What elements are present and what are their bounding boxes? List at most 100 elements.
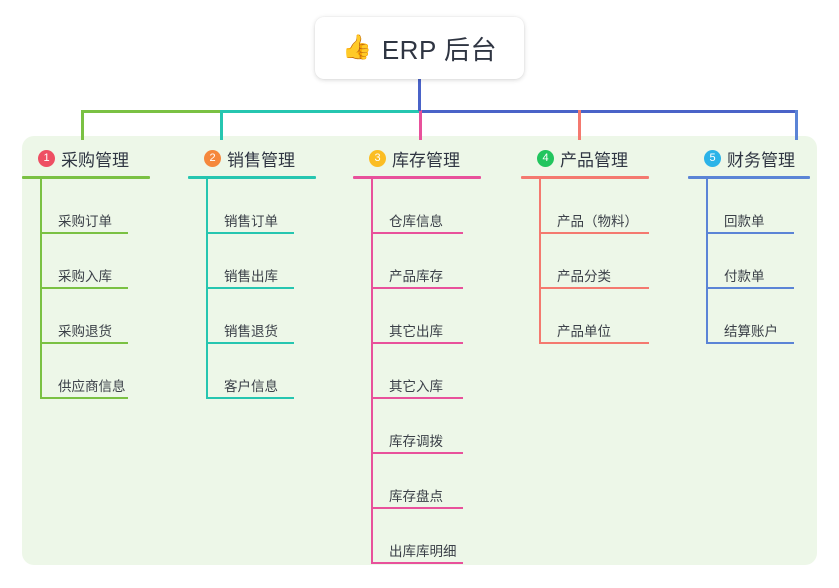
column-spine-1 bbox=[40, 179, 42, 399]
tree-item-label: 销售出库 bbox=[224, 269, 278, 284]
tree-item-label: 产品库存 bbox=[389, 269, 443, 284]
column-1: 1 采购管理采购订单采购入库采购退货供应商信息 bbox=[22, 146, 150, 399]
tree-item-label: 回款单 bbox=[724, 214, 765, 229]
column-header-4[interactable]: 4 产品管理 bbox=[521, 146, 649, 170]
column-header-rule-4 bbox=[521, 176, 649, 179]
tree-item-rule bbox=[206, 397, 294, 399]
tree-item-rule bbox=[206, 232, 294, 234]
tree-item[interactable]: 供应商信息 bbox=[40, 344, 150, 399]
column-spine-5 bbox=[706, 179, 708, 344]
connector-leg-5 bbox=[795, 110, 798, 140]
column-header-rule-3 bbox=[353, 176, 481, 179]
tree-item-rule bbox=[539, 342, 649, 344]
tree-item-label: 采购订单 bbox=[58, 214, 112, 229]
tree-item-rule bbox=[539, 287, 649, 289]
connector-leg-3 bbox=[419, 110, 422, 140]
tree-item-label: 产品分类 bbox=[557, 269, 611, 284]
connector-leg-1 bbox=[81, 110, 84, 140]
tree-item-label: 库存调拨 bbox=[389, 434, 443, 449]
diagram-panel bbox=[22, 136, 817, 565]
column-title-3: 库存管理 bbox=[392, 150, 460, 170]
column-items-5: 回款单付款单结算账户 bbox=[688, 179, 810, 344]
tree-item-label: 产品单位 bbox=[557, 324, 611, 339]
tree-item-rule bbox=[40, 287, 128, 289]
tree-item[interactable]: 结算账户 bbox=[706, 289, 810, 344]
tree-item[interactable]: 回款单 bbox=[706, 179, 810, 234]
tree-item[interactable]: 产品库存 bbox=[371, 234, 481, 289]
tree-item[interactable]: 其它入库 bbox=[371, 344, 481, 399]
tree-item-rule bbox=[539, 232, 649, 234]
tree-item-rule bbox=[371, 397, 463, 399]
tree-item-label: 其它出库 bbox=[389, 324, 443, 339]
column-title-4: 产品管理 bbox=[560, 150, 628, 170]
thumbs-up-icon: 👍 bbox=[341, 34, 372, 61]
tree-item-label: 结算账户 bbox=[724, 324, 778, 339]
tree-item-rule bbox=[706, 232, 794, 234]
bus-blue bbox=[419, 110, 797, 113]
column-spine-3 bbox=[371, 179, 373, 564]
tree-item[interactable]: 采购入库 bbox=[40, 234, 150, 289]
tree-item-label: 采购入库 bbox=[58, 269, 112, 284]
column-badge-5: 5 bbox=[704, 149, 721, 167]
column-badge-2: 2 bbox=[204, 149, 221, 167]
column-header-5[interactable]: 5 财务管理 bbox=[688, 146, 810, 170]
connector-leg-4 bbox=[578, 110, 581, 140]
tree-item[interactable]: 出库库明细 bbox=[371, 509, 481, 564]
tree-item-rule bbox=[706, 287, 794, 289]
column-title-2: 销售管理 bbox=[227, 150, 295, 170]
column-items-4: 产品（物料） 产品分类产品单位 bbox=[521, 179, 649, 344]
tree-item[interactable]: 销售订单 bbox=[206, 179, 316, 234]
tree-item-label: 付款单 bbox=[724, 269, 765, 284]
tree-item-label: 供应商信息 bbox=[58, 379, 126, 394]
tree-item[interactable]: 库存盘点 bbox=[371, 454, 481, 509]
connector-trunk bbox=[418, 79, 421, 111]
tree-item-label: 其它入库 bbox=[389, 379, 443, 394]
tree-item-rule bbox=[371, 232, 463, 234]
tree-item[interactable]: 产品（物料） bbox=[539, 179, 649, 234]
column-title-1: 采购管理 bbox=[61, 150, 129, 170]
column-5: 5 财务管理回款单付款单结算账户 bbox=[688, 146, 810, 344]
tree-item-rule bbox=[371, 507, 463, 509]
tree-item[interactable]: 其它出库 bbox=[371, 289, 481, 344]
tree-item-rule bbox=[371, 562, 463, 564]
column-header-2[interactable]: 2 销售管理 bbox=[188, 146, 316, 170]
column-header-1[interactable]: 1 采购管理 bbox=[22, 146, 150, 170]
column-spine-2 bbox=[206, 179, 208, 399]
tree-item-label: 仓库信息 bbox=[389, 214, 443, 229]
tree-item[interactable]: 产品单位 bbox=[539, 289, 649, 344]
column-items-1: 采购订单采购入库采购退货供应商信息 bbox=[22, 179, 150, 399]
tree-item-label: 出库库明细 bbox=[389, 544, 457, 559]
connector-leg-2 bbox=[220, 110, 223, 140]
tree-item-label: 客户信息 bbox=[224, 379, 278, 394]
tree-item[interactable]: 采购订单 bbox=[40, 179, 150, 234]
column-header-rule-1 bbox=[22, 176, 150, 179]
column-title-5: 财务管理 bbox=[727, 150, 795, 170]
tree-item[interactable]: 销售退货 bbox=[206, 289, 316, 344]
column-badge-4: 4 bbox=[537, 149, 554, 167]
tree-item[interactable]: 采购退货 bbox=[40, 289, 150, 344]
tree-item-label: 销售退货 bbox=[224, 324, 278, 339]
tree-item-rule bbox=[371, 342, 463, 344]
tree-item-rule bbox=[40, 397, 128, 399]
tree-item-rule bbox=[206, 287, 294, 289]
root-node-erp-backend[interactable]: 👍 ERP 后台 bbox=[315, 17, 524, 79]
tree-item-rule bbox=[40, 342, 128, 344]
tree-item[interactable]: 销售出库 bbox=[206, 234, 316, 289]
tree-item-rule bbox=[371, 452, 463, 454]
tree-item-rule bbox=[371, 287, 463, 289]
tree-item-label: 采购退货 bbox=[58, 324, 112, 339]
tree-item[interactable]: 客户信息 bbox=[206, 344, 316, 399]
tree-item[interactable]: 库存调拨 bbox=[371, 399, 481, 454]
bus-green bbox=[81, 110, 220, 113]
column-2: 2 销售管理销售订单销售出库销售退货客户信息 bbox=[188, 146, 316, 399]
tree-item[interactable]: 产品分类 bbox=[539, 234, 649, 289]
tree-item[interactable]: 付款单 bbox=[706, 234, 810, 289]
column-badge-1: 1 bbox=[38, 149, 55, 167]
column-4: 4 产品管理产品（物料） 产品分类产品单位 bbox=[521, 146, 649, 344]
column-items-2: 销售订单销售出库销售退货客户信息 bbox=[188, 179, 316, 399]
column-header-rule-5 bbox=[688, 176, 810, 179]
tree-item[interactable]: 仓库信息 bbox=[371, 179, 481, 234]
